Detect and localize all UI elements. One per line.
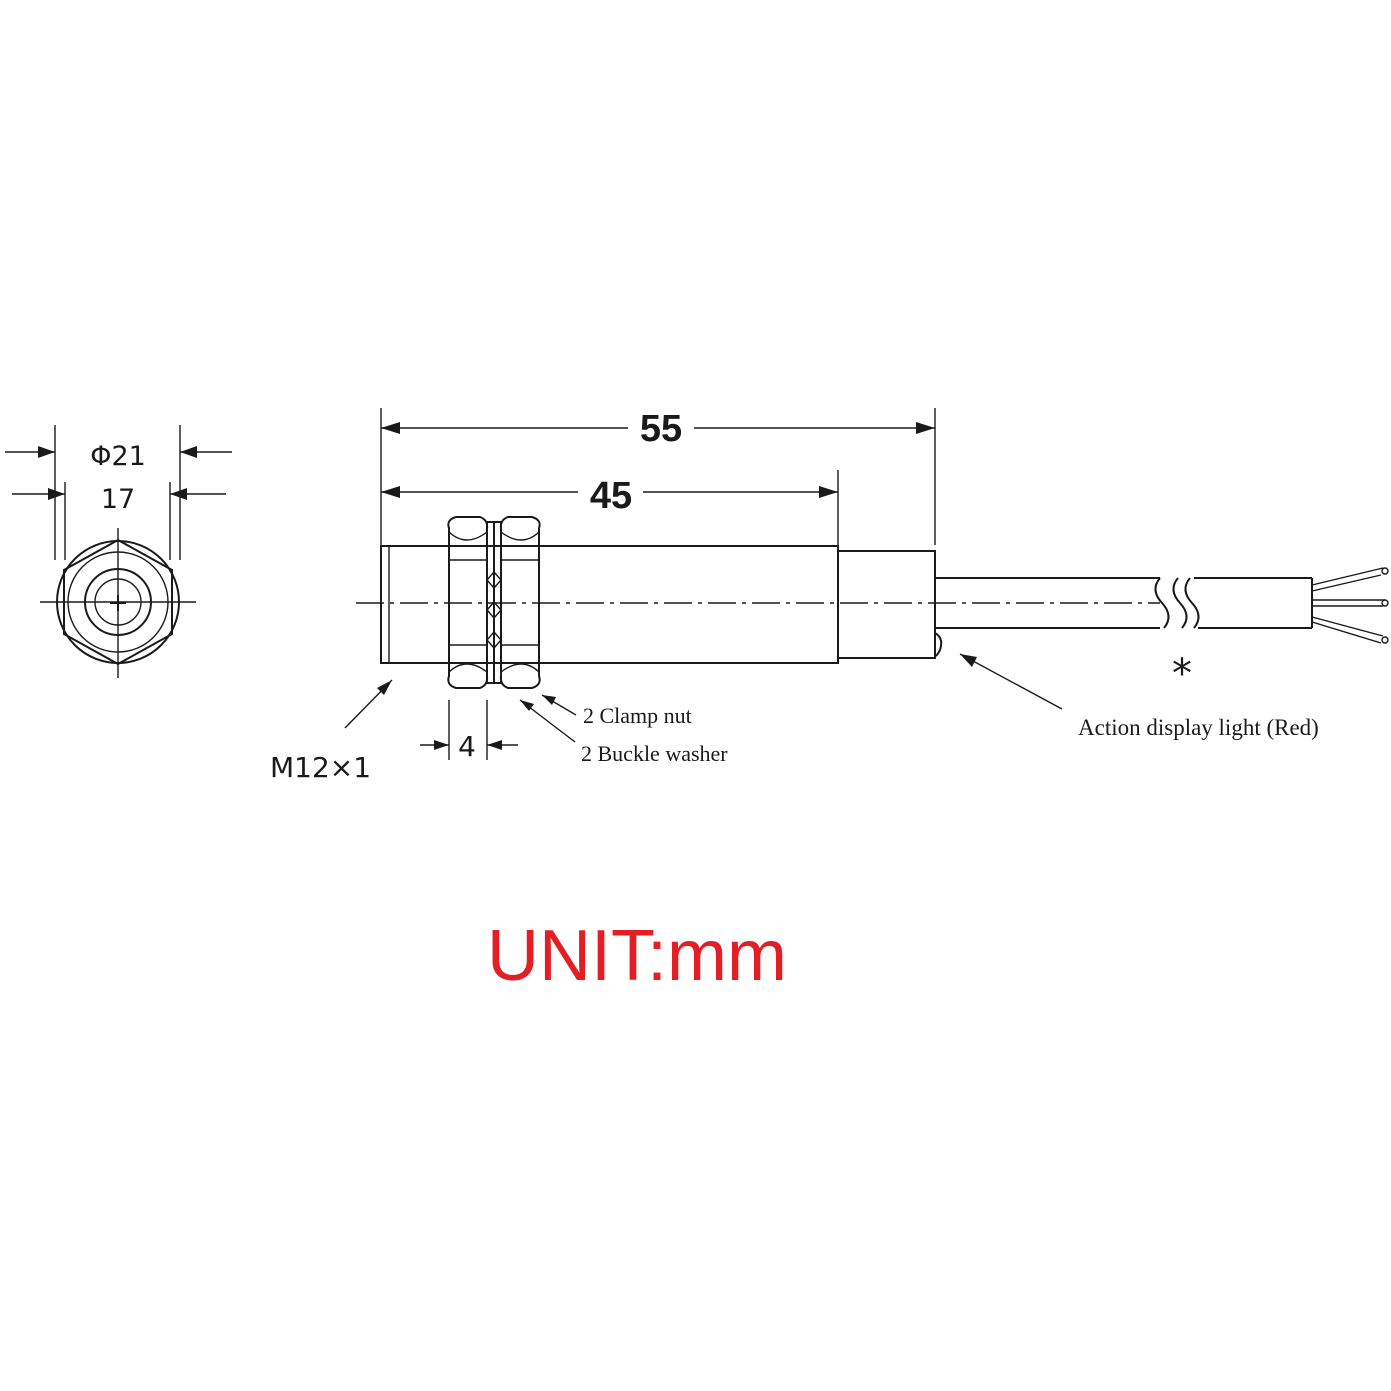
buckle-washer-label: 2 Buckle washer xyxy=(581,741,728,766)
side-view: 55 45 xyxy=(270,408,1389,784)
clamp-nut-2 xyxy=(499,516,541,689)
indicator-label: Action display light (Red) xyxy=(1078,715,1319,740)
end-inner-diameter-label: 17 xyxy=(101,484,135,515)
indicator-light xyxy=(934,632,943,657)
cable-mark: * xyxy=(1172,651,1192,697)
thread-spec-label: M12×1 xyxy=(270,751,371,784)
end-view: Φ21 17 xyxy=(5,425,232,678)
overall-length-label: 55 xyxy=(640,408,682,450)
rear-housing xyxy=(837,550,936,659)
end-outer-diameter-label: Φ21 xyxy=(90,441,146,472)
clamp-nut-label: 2 Clamp nut xyxy=(583,703,692,728)
unit-label: UNIT:mm xyxy=(487,916,787,996)
cable xyxy=(935,567,1389,644)
nut-width-label: 4 xyxy=(458,730,476,763)
thread-length-label: 45 xyxy=(590,475,632,517)
